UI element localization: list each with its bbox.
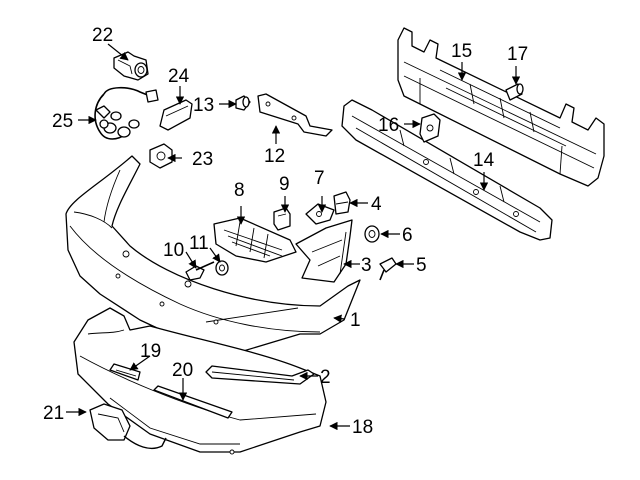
callout-15: 15 — [451, 41, 472, 62]
part-7-clip — [305, 203, 335, 225]
part-15-energy-absorber — [397, 27, 605, 187]
callout-14: 14 — [473, 150, 495, 171]
callout-24: 24 — [168, 66, 190, 87]
part-2-molding — [205, 365, 315, 385]
part-19-strip — [109, 363, 141, 381]
callout-7: 7 — [314, 168, 325, 189]
callout-1: 1 — [350, 310, 361, 331]
part-8-bracket — [213, 217, 297, 263]
callout-13: 13 — [193, 95, 214, 116]
part-13-push-pin — [235, 95, 251, 111]
callout-11: 11 — [189, 233, 209, 254]
callout-10: 10 — [163, 240, 184, 261]
part-17-bumper-stop — [505, 83, 524, 101]
part-22-parking-sensor — [113, 51, 149, 81]
part-5-bolt — [379, 257, 397, 281]
callout-12: 12 — [264, 146, 285, 167]
part-6-grommet — [364, 225, 380, 243]
callout-3: 3 — [361, 255, 372, 276]
part-3-end-bracket — [295, 219, 353, 283]
part-20-trim-molding — [153, 385, 233, 419]
callout-25: 25 — [52, 111, 73, 132]
part-23-retainer — [149, 143, 173, 169]
part-10-screw — [185, 261, 215, 281]
part-12-side-bracket — [257, 93, 333, 137]
part-14-impact-bar — [341, 99, 553, 241]
callout-22: 22 — [92, 25, 113, 46]
callout-2: 2 — [320, 367, 331, 388]
callout-labels: 1 2 3 4 5 6 7 8 9 10 11 12 13 14 15 16 1… — [43, 25, 528, 438]
callout-17: 17 — [507, 44, 528, 65]
part-4-nut-clip — [333, 191, 351, 215]
part-11-clip — [215, 260, 229, 276]
callout-16: 16 — [378, 115, 399, 136]
part-25-wiring-harness — [94, 86, 159, 140]
part-16-bracket — [419, 113, 441, 143]
callout-6: 6 — [402, 225, 413, 246]
part-18-lower-valance — [73, 307, 327, 455]
callout-4: 4 — [371, 194, 382, 215]
callout-21: 21 — [43, 403, 64, 424]
callout-19: 19 — [140, 341, 161, 362]
callout-8: 8 — [234, 180, 245, 201]
part-9-guide — [273, 207, 291, 231]
callout-20: 20 — [172, 360, 193, 381]
callout-23: 23 — [192, 149, 213, 170]
part-21-cover — [89, 403, 167, 450]
callout-18: 18 — [352, 417, 373, 438]
part-24-sensor-bracket — [159, 99, 193, 131]
callout-9: 9 — [279, 174, 290, 195]
leader-lines — [66, 43, 521, 431]
part-1-bumper-cover — [65, 155, 361, 353]
callout-5: 5 — [416, 255, 427, 276]
